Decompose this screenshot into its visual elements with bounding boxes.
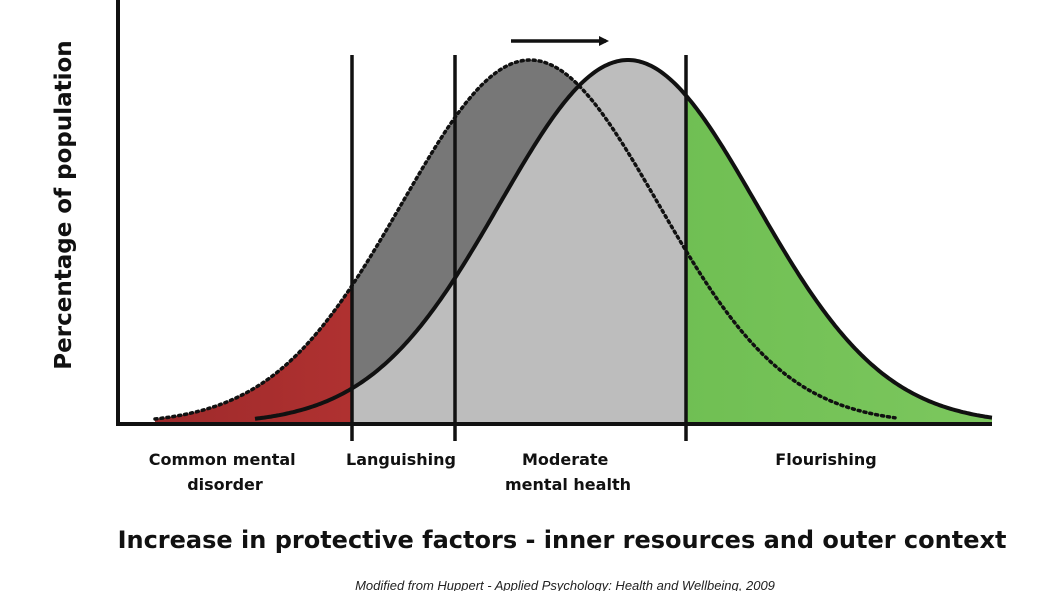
label-common-mental-disorder: Common mental disorder <box>149 450 301 494</box>
y-axis-label: Percentage of population <box>51 40 77 369</box>
x-axis-label: Increase in protective factors - inner r… <box>118 526 1007 554</box>
common-mental-disorder-region <box>155 285 352 424</box>
shifted-distribution-curve <box>254 58 993 421</box>
flourishing-region <box>686 95 992 424</box>
label-languishing: Languishing <box>346 450 456 469</box>
label-flourishing: Flourishing <box>775 450 876 469</box>
moderate-region-light <box>455 60 686 424</box>
label-moderate-mental-health: Moderate mental health <box>505 450 631 494</box>
original-distribution-curve <box>153 58 897 421</box>
languishing-region-light <box>352 278 455 424</box>
source-caption: Modified from Huppert - Applied Psycholo… <box>355 578 775 591</box>
